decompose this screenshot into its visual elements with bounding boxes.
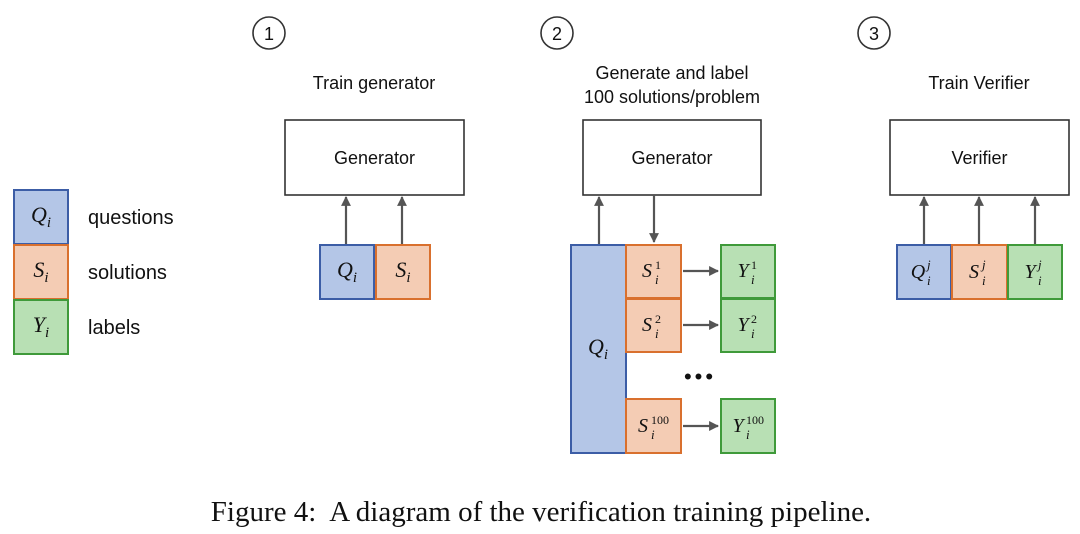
step-1-number: 1 xyxy=(264,24,274,44)
generator-label-1: Generator xyxy=(334,148,415,168)
legend-item-solutions: Si solutions xyxy=(13,244,167,300)
generator-box-2 xyxy=(582,119,762,196)
stage2-solution-box-100 xyxy=(625,398,682,454)
step-2-number: 2 xyxy=(552,24,562,44)
legend-item-questions: Qi questions xyxy=(13,189,174,245)
stage-3-train-verifier: 3 Train Verifier Verifier Q j i S j i Y … xyxy=(857,16,1070,300)
stage1-question-symbol: Qi xyxy=(337,257,357,286)
stage3-solution-sup: j xyxy=(980,257,986,272)
legend-item-labels: Yi labels xyxy=(13,299,140,355)
stage3-question-symbol: Q xyxy=(911,261,926,283)
stage2-label-box-100 xyxy=(720,398,776,454)
stage-2-generate-and-label: 2 Generate and label 100 solutions/probl… xyxy=(540,16,776,454)
generator-label-2: Generator xyxy=(631,148,712,168)
stage3-question-sup: j xyxy=(925,257,931,272)
stage2-solution-sup-100: 100 xyxy=(651,413,669,427)
stage2-label-symbol-2: Y xyxy=(737,314,750,336)
step-2-circle xyxy=(540,16,574,50)
stage3-question-sub: i xyxy=(927,273,931,288)
legend-solution-symbol: Si xyxy=(33,257,48,286)
stage2-label-symbol-1: Y xyxy=(737,260,750,282)
step-1-circle xyxy=(252,16,286,50)
stage1-solution-symbol: Si xyxy=(395,257,410,286)
stage2-solution-sup-2: 2 xyxy=(655,312,661,326)
step-1-title: Train generator xyxy=(313,73,435,93)
step-3-title: Train Verifier xyxy=(928,73,1029,93)
legend-question-text: questions xyxy=(88,207,174,229)
stage2-label-sup-100: 100 xyxy=(746,413,764,427)
stage2-ellipsis: ••• xyxy=(684,364,716,389)
legend-label-symbol: Yi xyxy=(33,312,49,341)
stage2-label-sup-1: 1 xyxy=(751,258,757,272)
stage1-question-box xyxy=(319,244,375,300)
stage2-question-symbol: Qi xyxy=(588,334,608,363)
step-2-title-line1: Generate and label xyxy=(595,63,748,83)
legend-solution-swatch xyxy=(13,244,69,300)
stage3-solution-sub: i xyxy=(982,273,986,288)
step-2-title-line2: 100 solutions/problem xyxy=(584,87,760,107)
stage2-solution-box-1 xyxy=(625,244,682,299)
stage2-label-symbol-100: Y xyxy=(732,415,745,437)
legend-question-symbol: Qi xyxy=(31,202,51,231)
stage3-solution-box xyxy=(951,244,1008,300)
verifier-box xyxy=(889,119,1070,196)
stage3-solution-symbol: S xyxy=(969,261,979,283)
stage3-label-symbol: Y xyxy=(1024,261,1037,283)
legend-solution-text: solutions xyxy=(88,262,167,284)
stage3-label-sub: i xyxy=(1038,273,1042,288)
stage2-solution-box-2 xyxy=(625,298,682,353)
stage3-label-box xyxy=(1007,244,1063,300)
stage2-solution-symbol-1: S xyxy=(642,260,652,282)
legend: Qi questions Si solutions Yi labels xyxy=(13,189,174,355)
stage2-solution-sub-2: i xyxy=(655,326,659,341)
legend-label-text: labels xyxy=(88,317,140,339)
stage1-solution-box xyxy=(375,244,431,300)
stage2-label-box-2 xyxy=(720,298,776,353)
stage2-solution-sub-1: i xyxy=(655,272,659,287)
verifier-label: Verifier xyxy=(951,148,1007,168)
stage2-label-sup-2: 2 xyxy=(751,312,757,326)
stage2-solution-symbol-100: S xyxy=(638,415,648,437)
legend-question-swatch xyxy=(13,189,69,245)
stage2-solution-symbol-2: S xyxy=(642,314,652,336)
stage2-solution-sub-100: i xyxy=(651,427,655,442)
figure-caption: Figure 4: A diagram of the verification … xyxy=(211,496,871,528)
stage2-label-box-1 xyxy=(720,244,776,299)
stage-1-train-generator: 1 Train generator Generator Qi Si xyxy=(252,16,465,300)
stage2-label-sub-2: i xyxy=(751,326,755,341)
stage2-solution-sup-1: 1 xyxy=(655,258,661,272)
step-3-number: 3 xyxy=(869,24,879,44)
step-3-circle xyxy=(857,16,891,50)
legend-label-swatch xyxy=(13,299,69,355)
stage2-label-sub-1: i xyxy=(751,272,755,287)
stage2-label-sub-100: i xyxy=(746,427,750,442)
generator-box-1 xyxy=(284,119,465,196)
stage2-question-column xyxy=(570,244,627,454)
stage3-label-sup: j xyxy=(1036,257,1042,272)
